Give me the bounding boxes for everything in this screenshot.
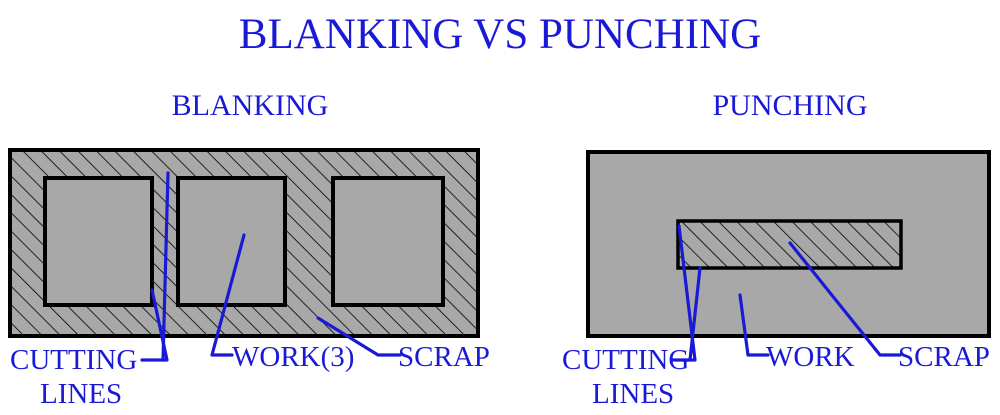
punching-scrap-slug [676,219,903,270]
punching-cutting-lines-leader [670,224,702,362]
punching-scrap-label: SCRAP [898,341,990,373]
punching-work-leader [738,293,770,357]
blanking-blank-1 [43,176,154,307]
punching-scrap-leader [788,241,902,357]
page-title: BLANKING VS PUNCHING [239,11,761,58]
punching-cutting-lines-label-line1: CUTTING [562,344,689,376]
section-heading-blanking: BLANKING [172,89,329,122]
blanking-work-leader [210,233,246,357]
blanking-blank-3 [331,176,445,307]
blanking-scrap-label: SCRAP [398,341,490,373]
blanking-cutting-lines-label-line2: LINES [40,378,122,410]
blanking-illustration [8,148,480,338]
blanking-scrap-leader [316,316,402,357]
punching-cutting-lines-label-line2: LINES [592,378,674,410]
punching-work-label: WORK [766,341,855,373]
blanking-work-label: WORK(3) [232,341,354,373]
blanking-cutting-lines-label-line1: CUTTING [10,344,137,376]
blanking-cutting-lines-leader [140,171,170,362]
section-heading-punching: PUNCHING [712,89,867,122]
blanking-sheet-outline [8,148,480,338]
punching-illustration [586,150,991,338]
